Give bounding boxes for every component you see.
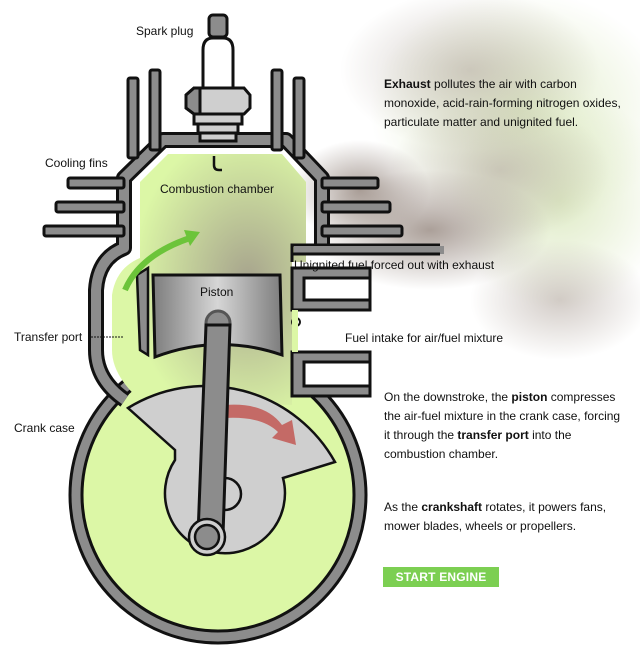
connecting-rod xyxy=(187,323,232,557)
text: On the downstroke, the xyxy=(384,390,512,404)
label-piston: Piston xyxy=(200,285,234,299)
piston-term: piston xyxy=(511,390,548,404)
exhaust-smoke xyxy=(290,0,640,360)
text: As the xyxy=(384,500,422,514)
cooling-fins-right xyxy=(270,68,404,238)
exhaust-text: pollutes the air with carbon monoxide, a… xyxy=(384,77,621,129)
cooling-fins-left xyxy=(42,68,162,238)
label-crank-case: Crank case xyxy=(14,421,75,435)
text: compresses the air-fuel mixture in the c… xyxy=(384,390,621,442)
spark-plug xyxy=(184,13,252,172)
rotation-arrow-icon xyxy=(225,404,296,445)
label-fuel-intake: Fuel intake for air/fuel mixture xyxy=(345,331,504,345)
transfer-arrow-icon xyxy=(122,230,200,292)
intake-port xyxy=(290,266,372,398)
crankshaft-term: crankshaft xyxy=(421,500,483,514)
exhaust-description: Exhaust pollutes the air with carbon mon… xyxy=(384,75,634,132)
crankshaft-description: As the crankshaft rotates, it powers fan… xyxy=(384,498,624,536)
label-spark-plug: Spark plug xyxy=(136,24,194,38)
label-combustion-chamber: Combustion chamber xyxy=(160,182,275,196)
label-transfer-port: Transfer port xyxy=(14,330,83,344)
label-cooling-fins: Cooling fins xyxy=(45,156,108,170)
text: rotates, it powers fans, mower blades, w… xyxy=(384,500,607,533)
text: into the combustion chamber. xyxy=(384,428,572,461)
exhaust-port xyxy=(290,243,444,262)
start-engine-button[interactable]: START ENGINE xyxy=(383,567,499,587)
transfer-port-term: transfer port xyxy=(457,428,529,442)
label-unignited-fuel: Unignited fuel forced out with exhaust xyxy=(294,258,495,272)
exhaust-term: Exhaust xyxy=(384,77,431,91)
downstroke-description: On the downstroke, the piston compresses… xyxy=(384,388,624,464)
